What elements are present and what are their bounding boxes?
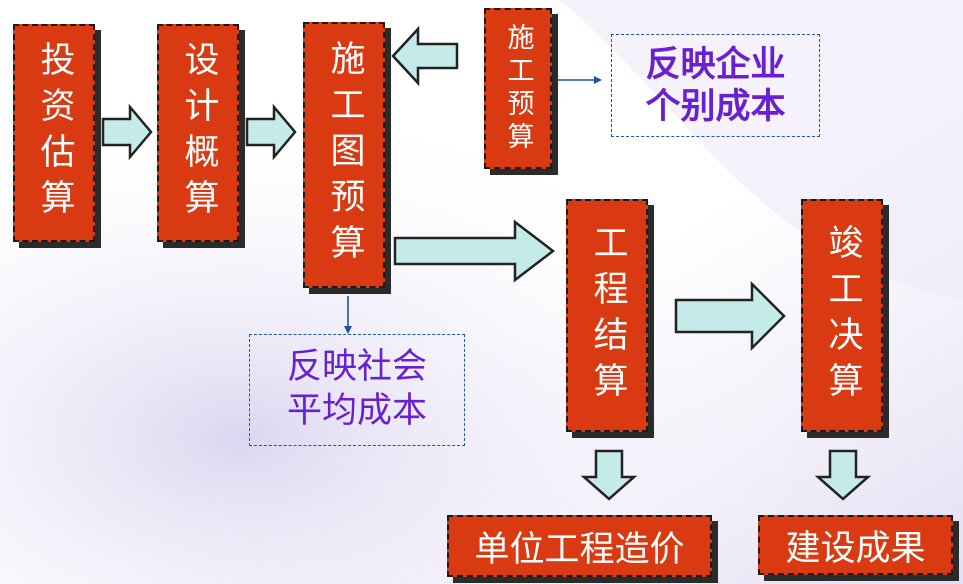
line-drawing-to-social-note-head bbox=[344, 326, 352, 334]
box-label: 施工图预算 bbox=[324, 40, 365, 270]
arrow-design-to-drawing bbox=[245, 103, 297, 161]
box-label: 单位工程造价 bbox=[474, 529, 685, 570]
note-enterprise-individual-cost: 反映企业 个别成本 bbox=[611, 34, 820, 137]
box-unit-project-cost: 单位工程造价 bbox=[447, 515, 712, 577]
line-budget-to-enterprise-note-head bbox=[594, 76, 602, 84]
box-label: 竣工决算 bbox=[822, 223, 863, 408]
box-label: 工程结算 bbox=[587, 223, 628, 408]
arrow-settlement-to-unit-cost bbox=[580, 449, 638, 501]
box-label: 投资估算 bbox=[34, 41, 75, 225]
box-construction-budget: 施工预算 bbox=[484, 8, 552, 169]
arrow-investment-to-design bbox=[101, 103, 153, 161]
box-label: 建设成果 bbox=[785, 528, 926, 569]
arrow-final-to-result bbox=[814, 449, 872, 501]
box-project-settlement: 工程结算 bbox=[566, 199, 648, 432]
box-label: 施工预算 bbox=[502, 22, 534, 155]
box-investment-estimate: 投资估算 bbox=[13, 24, 95, 242]
box-label: 设计概算 bbox=[178, 41, 219, 225]
box-design-estimate: 设计概算 bbox=[157, 24, 239, 242]
arrow-settlement-to-final bbox=[674, 280, 786, 352]
note-label: 反映企业 个别成本 bbox=[645, 44, 786, 127]
box-final-accounts: 竣工决算 bbox=[801, 199, 883, 432]
box-construction-result: 建设成果 bbox=[758, 515, 953, 575]
note-label: 反映社会 平均成本 bbox=[286, 347, 427, 431]
note-social-average-cost: 反映社会 平均成本 bbox=[249, 334, 465, 446]
arrow-drawing-to-settlement bbox=[393, 219, 556, 283]
box-construction-drawing-budget: 施工图预算 bbox=[303, 22, 385, 288]
arrow-budget-to-drawing bbox=[391, 25, 459, 87]
